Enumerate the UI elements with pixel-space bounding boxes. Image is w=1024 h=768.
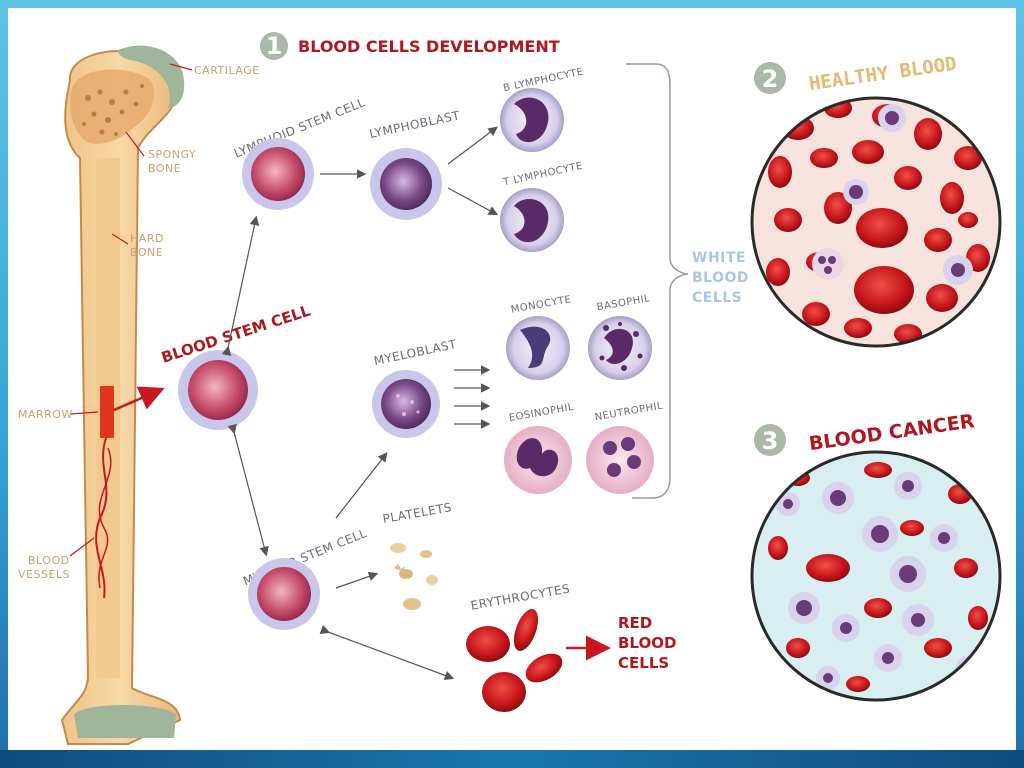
step-1-number: 1	[266, 32, 283, 60]
step-3-number: 3	[762, 427, 779, 455]
healthy-blood-ring	[750, 96, 1002, 348]
step-2-number: 2	[762, 65, 779, 93]
label-white-2: BLOOD	[692, 270, 749, 286]
label-basophil: BASOPHIL	[596, 293, 651, 313]
label-hard-1: HARD	[130, 232, 164, 245]
blood-cancer-panel	[752, 452, 1000, 700]
label-eosinophil: EOSINOPHIL	[508, 402, 575, 424]
marrow-arrow	[113, 386, 165, 412]
label-vessels-1: BLOOD	[28, 554, 70, 567]
label-red-1: RED	[618, 614, 652, 632]
step-1-badge	[260, 32, 288, 60]
arrow-myeloid-to-erythrocytes	[319, 624, 455, 680]
erythrocytes	[466, 609, 563, 712]
label-vessels-2: VESSELS	[18, 568, 70, 581]
myeloid-stem-cell	[248, 558, 320, 630]
label-healthy-blood: HEALTHY BLOOD	[808, 53, 958, 95]
label-lymphoblast: LYMPHOBLAST	[368, 108, 461, 141]
label-white-3: CELLS	[692, 290, 742, 306]
monocyte	[506, 316, 570, 380]
label-white-1: WHITE	[692, 250, 746, 266]
platelets	[390, 543, 438, 610]
spongy-bone	[70, 69, 155, 144]
label-platelets: PLATELETS	[382, 500, 453, 526]
label-myeloblast: MYELOBLAST	[373, 337, 459, 368]
basophil	[588, 316, 652, 380]
label-t-lymphocyte: T LYMPHOCYTE	[501, 161, 584, 189]
label-hard-2: BONE	[130, 246, 163, 259]
label-marrow: MARROW	[18, 408, 73, 421]
label-spongy-1: SPONGY	[148, 148, 196, 161]
lymphoblast	[370, 148, 442, 220]
blood-cells-diagram: CARTILAGE SPONGY BONE HARD BONE MARROW B…	[18, 32, 1002, 745]
label-cartilage: CARTILAGE	[194, 64, 260, 77]
label-red-3: CELLS	[618, 654, 669, 672]
slide-bottom-band	[0, 750, 1024, 768]
label-monocyte: MONOCYTE	[510, 294, 572, 315]
femur-bone	[60, 45, 185, 745]
white-cells-bracket	[626, 63, 689, 499]
neutrophil	[586, 426, 654, 494]
diagram-canvas: CARTILAGE SPONGY BONE HARD BONE MARROW B…	[8, 8, 1016, 750]
label-neutrophil: NEUTROPHIL	[594, 401, 664, 424]
diagram-title: BLOOD CELLS DEVELOPMENT	[298, 37, 560, 56]
blood-cancer-ring	[750, 450, 1002, 702]
b-lymphocyte	[500, 88, 564, 152]
arrow-myeloid-to-platelets	[335, 571, 379, 589]
healthy-blood-panel	[752, 98, 1000, 346]
label-erythrocytes: ERYTHROCYTES	[470, 582, 572, 613]
arrow-to-b-lymphocyte	[447, 126, 498, 165]
myeloblast	[372, 370, 440, 438]
blood-stem-cell	[178, 350, 258, 430]
arrow-stem-to-myeloid	[227, 423, 269, 557]
step-2-badge	[754, 62, 786, 94]
cartilage	[118, 45, 185, 108]
arrow-stem-to-lymphoid	[221, 215, 260, 357]
arrow-to-t-lymphocyte	[447, 187, 499, 216]
label-spongy-2: BONE	[148, 162, 181, 175]
label-b-lymphocyte: B LYMPHOCYTE	[502, 67, 584, 95]
step-3-badge	[754, 424, 786, 456]
eosinophil	[504, 426, 572, 494]
label-red-2: BLOOD	[618, 634, 676, 652]
marrow	[100, 386, 114, 438]
label-blood-cancer: BLOOD CANCER	[808, 410, 977, 455]
lymphoid-stem-cell	[242, 138, 314, 210]
arrow-myeloid-to-myeloblast	[335, 452, 388, 519]
t-lymphocyte	[500, 188, 564, 252]
